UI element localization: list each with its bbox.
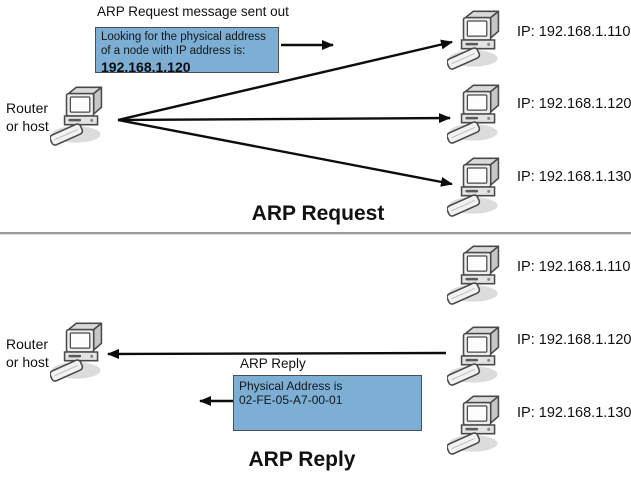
reply-message-line1: Physical Address is — [239, 379, 343, 393]
router-label-top-line2: or host — [6, 118, 49, 135]
arrow-request-to-node3 — [117, 118, 453, 187]
computer-icon — [447, 155, 513, 217]
node-ip-label: IP: 192.168.1.110 — [517, 24, 631, 40]
arrow-request-to-node1 — [117, 39, 453, 122]
computer-icon — [447, 82, 513, 144]
arrow-request-to-node2 — [117, 113, 451, 124]
arp-reply-label: ARP Reply — [240, 356, 306, 371]
request-message-ip: 192.168.1.120 — [101, 58, 191, 75]
node-ip-label: IP: 192.168.1.120 — [517, 96, 631, 112]
router-label-top: Router or host — [6, 99, 49, 135]
reply-message-line2: 02-FE-05-A7-00-01 — [239, 393, 343, 408]
section-title-arp-reply: ARP Reply — [248, 448, 356, 471]
node-ip-label: IP: 192.168.1.130 — [517, 405, 631, 421]
request-message-box: Looking for the physical address of a no… — [95, 27, 279, 75]
arrow-reply-to-router — [107, 348, 447, 359]
computer-icon — [50, 320, 116, 382]
computer-icon — [50, 84, 116, 146]
computer-icon — [447, 8, 513, 70]
node-ip-label: IP: 192.168.1.110 — [517, 259, 631, 275]
computer-icon — [447, 243, 513, 305]
router-label-bottom-line1: Router — [6, 336, 49, 352]
request-message-line2: of a node with IP address is: — [101, 44, 246, 57]
section-title-arp-request: ARP Request — [251, 202, 385, 225]
router-label-top-line1: Router — [6, 100, 49, 116]
reply-message-box: Physical Address is 02-FE-05-A7-00-01 — [233, 375, 422, 431]
router-label-bottom: Router or host — [6, 335, 49, 371]
section-divider — [0, 232, 631, 235]
node-ip-label: IP: 192.168.1.120 — [517, 332, 631, 348]
router-label-bottom-line2: or host — [6, 354, 49, 371]
arp-request-heading: ARP Request message sent out — [97, 4, 289, 19]
computer-icon — [447, 324, 513, 386]
node-ip-label: IP: 192.168.1.130 — [517, 169, 631, 185]
computer-icon — [447, 393, 513, 455]
request-message-line1: Looking for the physical address — [101, 31, 266, 43]
